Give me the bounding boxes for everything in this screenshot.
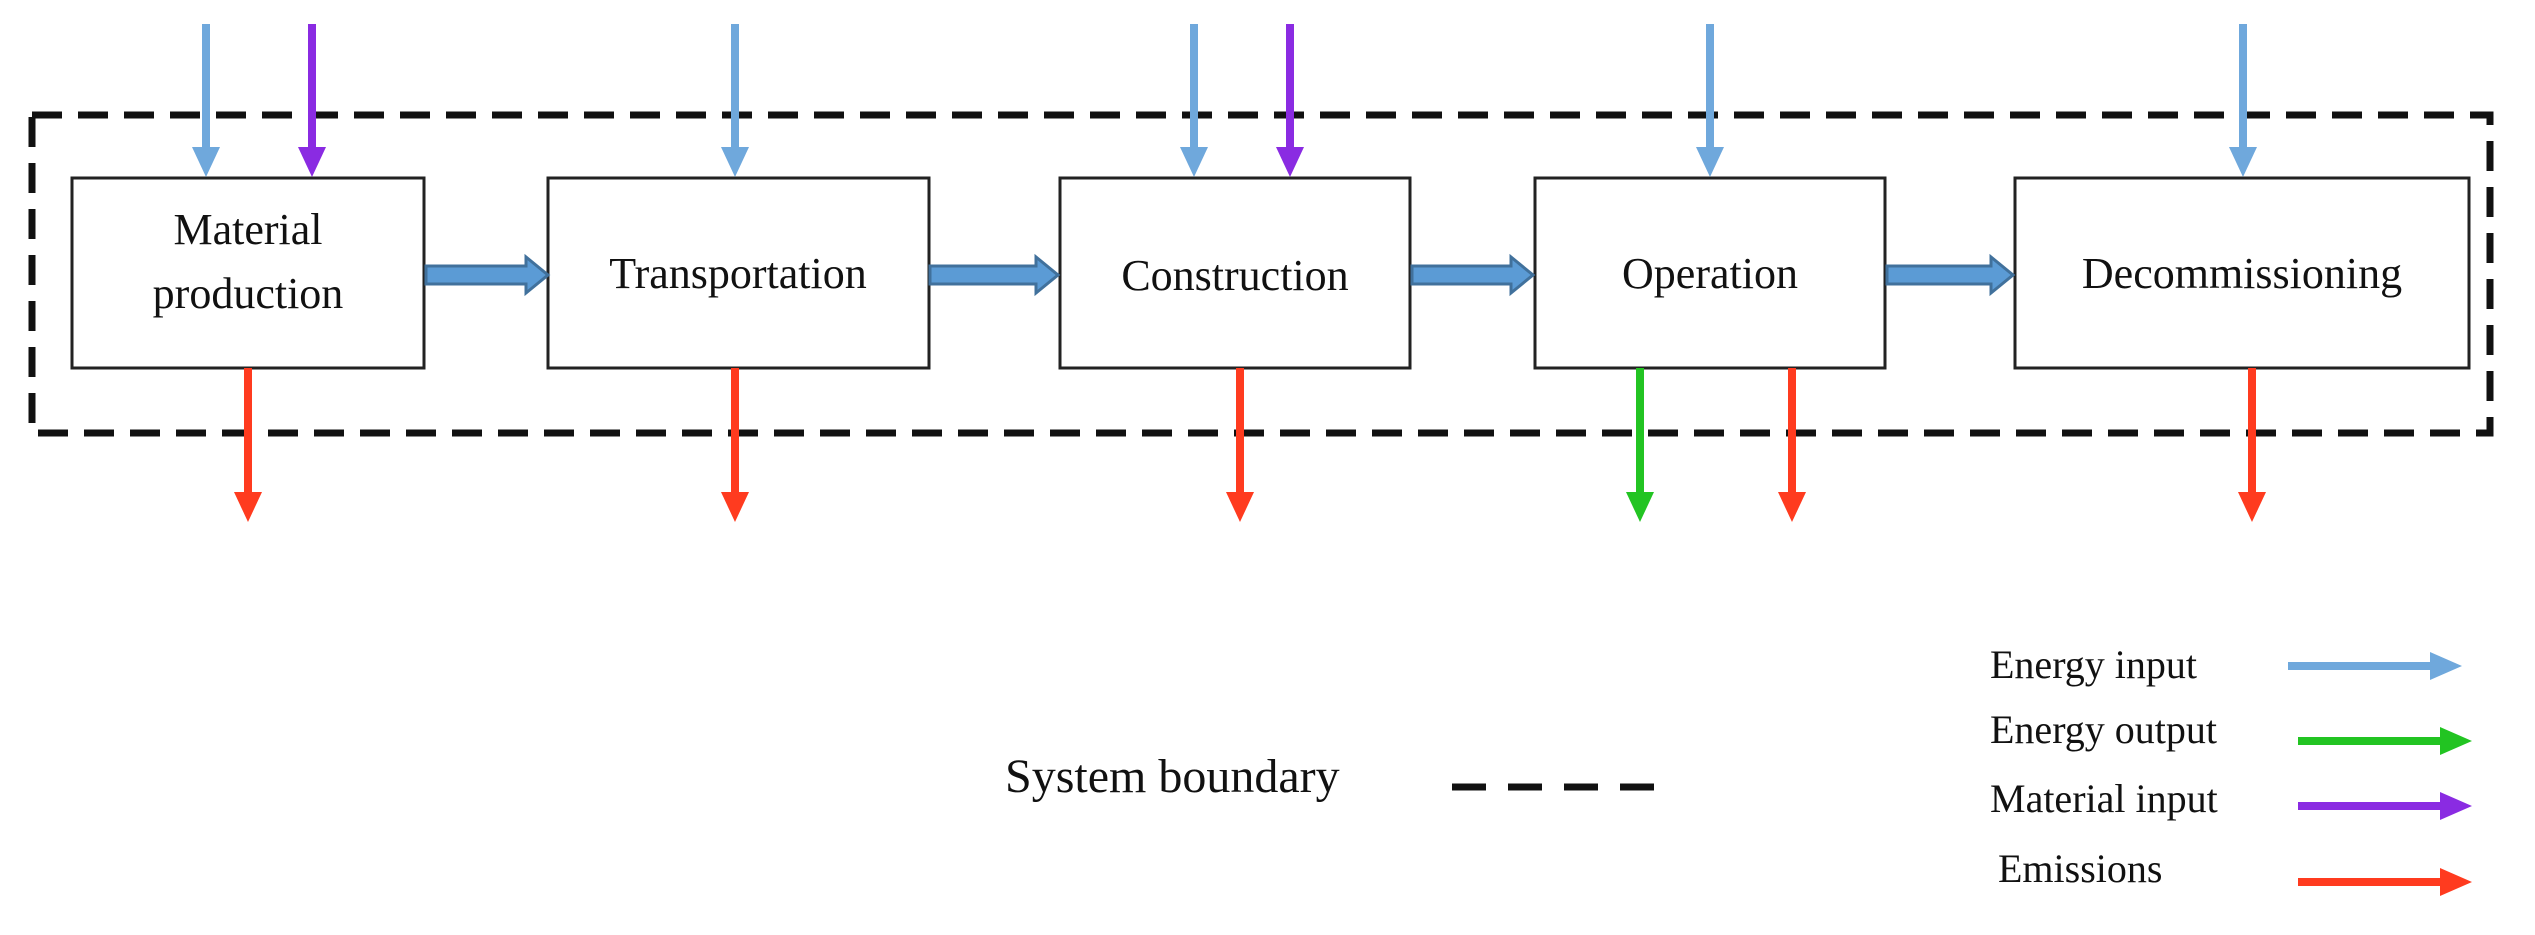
energy-input-arrow-head	[721, 147, 749, 177]
emissions-arrow-head	[1778, 492, 1806, 522]
material-input-arrow	[298, 24, 326, 177]
energy-input-arrow-head	[2229, 147, 2257, 177]
stage-operation: Operation	[1533, 176, 1887, 370]
stage-label-line: Operation	[1622, 249, 1798, 298]
material-input-arrow	[1276, 24, 1304, 177]
legend-material-input-arrow-head	[2440, 792, 2472, 820]
energy-input-arrow	[192, 24, 220, 177]
legend-emissions-arrow	[2298, 868, 2472, 896]
legend-energy-output-label: Energy output	[1990, 707, 2217, 752]
energy-input-arrow-head	[1180, 147, 1208, 177]
legend-emissions-label: Emissions	[1998, 846, 2162, 891]
emissions-arrow	[721, 368, 749, 522]
legend-arrows	[2288, 652, 2472, 896]
legend-energy-output-arrow-head	[2440, 727, 2472, 755]
material-input-arrow-head	[298, 147, 326, 177]
legend-energy-output-arrow	[2298, 727, 2472, 755]
stage-box	[1533, 176, 1887, 370]
stage-label-line: Material	[173, 205, 322, 254]
legend-material-input-arrow	[2298, 792, 2472, 820]
process-flow-arrow	[1410, 253, 1536, 297]
process-flow-arrows	[424, 253, 2016, 297]
stage-box	[70, 176, 426, 370]
stage-material-production: Material production	[70, 176, 426, 370]
emissions-arrow-head	[234, 492, 262, 522]
legend-emissions-arrow-head	[2440, 868, 2472, 896]
energy-input-arrow-head	[192, 147, 220, 177]
energy-input-arrow	[721, 24, 749, 177]
stage-label-line: Construction	[1121, 251, 1348, 300]
system-boundary-rect	[28, 111, 2494, 437]
energy-input-arrow	[1696, 24, 1724, 177]
emissions-arrow	[1778, 368, 1806, 522]
legend-material-input-label: Material input	[1990, 776, 2218, 821]
process-flow-arrow	[928, 253, 1061, 297]
emissions-arrow-head	[721, 492, 749, 522]
energy-output-arrow	[1626, 368, 1654, 522]
stage-box	[546, 176, 931, 370]
legend: System boundary Energy input Energy outp…	[1005, 642, 2472, 896]
stage-label-line: production	[153, 269, 344, 318]
emissions-arrow	[2238, 368, 2266, 522]
process-flow-arrow	[424, 253, 551, 297]
legend-system-boundary-label: System boundary	[1005, 750, 1340, 803]
legend-energy-input-label: Energy input	[1990, 642, 2197, 687]
stage-label-line: Decommissioning	[2082, 249, 2402, 298]
material-input-arrow-head	[1276, 147, 1304, 177]
flow-arrows	[192, 24, 2266, 522]
energy-input-arrow	[2229, 24, 2257, 177]
emissions-arrow	[1226, 368, 1254, 522]
stage-transportation: Transportation	[546, 176, 931, 370]
stage-box	[1058, 176, 1412, 370]
stage-label-line: Transportation	[609, 249, 867, 298]
emissions-arrow-head	[1226, 492, 1254, 522]
energy-output-arrow-head	[1626, 492, 1654, 522]
energy-input-arrow	[1180, 24, 1208, 177]
emissions-arrow	[234, 368, 262, 522]
stage-construction: Construction	[1058, 176, 1412, 370]
legend-energy-input-arrow-head	[2430, 652, 2462, 680]
stage-box	[2013, 176, 2471, 370]
stage-decommissioning: Decommissioning	[2013, 176, 2471, 370]
energy-input-arrow-head	[1696, 147, 1724, 177]
emissions-arrow-head	[2238, 492, 2266, 522]
process-flow-arrow	[1885, 253, 2016, 297]
legend-energy-input-arrow	[2288, 652, 2462, 680]
